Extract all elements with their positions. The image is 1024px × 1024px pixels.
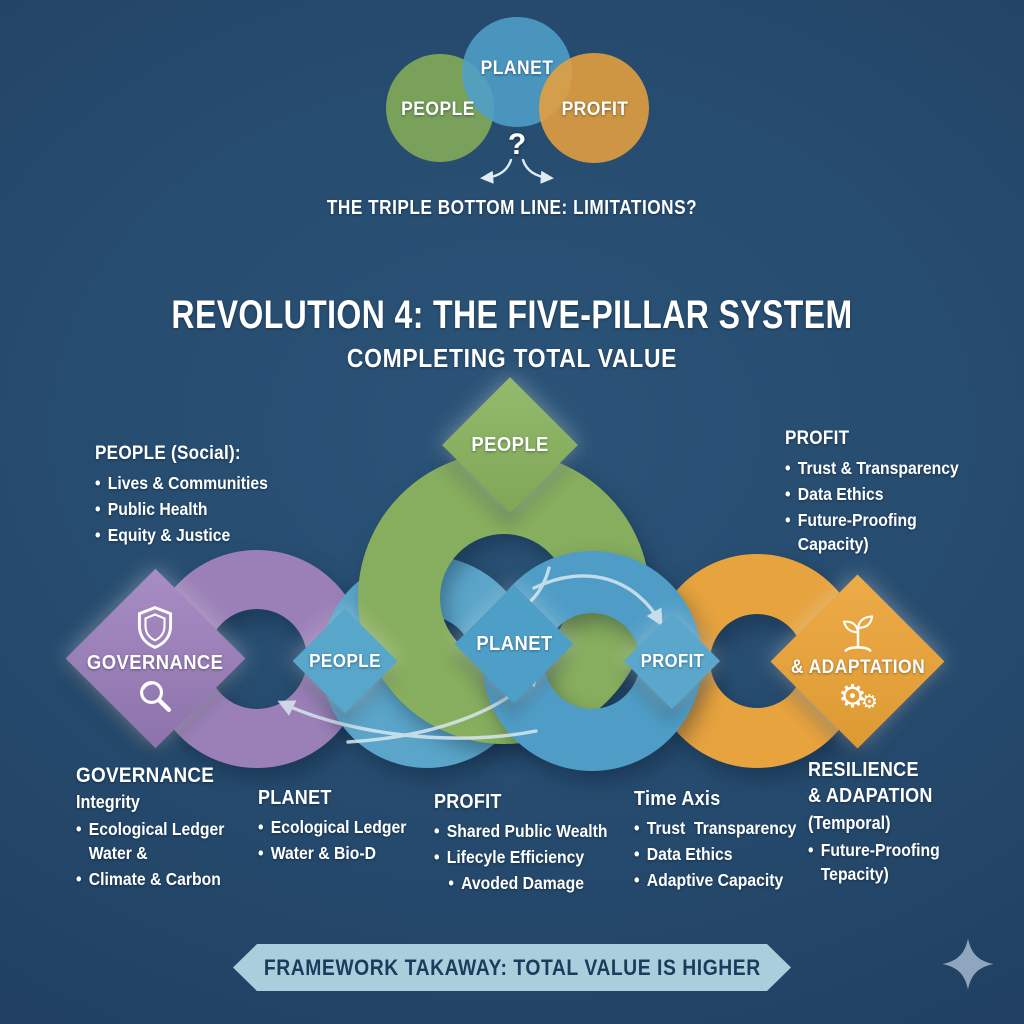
bullet-dot: • [258, 843, 264, 863]
time-axis-column: Time Axis •Trust Transparency •Data Ethi… [634, 787, 814, 894]
diamond-label: PEOPLE [471, 433, 549, 456]
list-item: •Adaptive Capacity [634, 870, 784, 890]
governance-column: GOVERNANCE Integrity •Ecological Ledger … [76, 764, 274, 893]
sparkle-icon [942, 938, 994, 990]
people-diamond-content: PEOPLE [290, 642, 400, 680]
bullet-dot: • [434, 847, 440, 867]
list-item: •Data Ethics [634, 844, 733, 864]
column-subtitle: Integrity [76, 792, 140, 812]
list-item: •Water & Bio-D [258, 843, 377, 863]
bullet-dot: • [95, 525, 101, 545]
profit-panel: PROFIT •Trust & Transparency •Data Ethic… [785, 427, 983, 558]
bullet-dot: • [76, 819, 82, 839]
question-mark: ? [507, 128, 527, 161]
bullet-dot: • [634, 818, 640, 838]
bullet-dot: • [448, 873, 454, 893]
list-item: •Future-Proofing Capacity) [785, 510, 917, 554]
main-subtitle: COMPLETING TOTAL VALUE [346, 343, 678, 373]
seedling-icon [842, 615, 874, 652]
venn-label-people: PEOPLE [401, 99, 475, 120]
bullet-dot: • [434, 821, 440, 841]
diamond-label: & ADAPTATION [790, 657, 926, 678]
venn-diagram: PEOPLE PLANET PROFIT ? THE TRIPLE BOTTOM… [0, 0, 1024, 260]
planet-diamond-content: PLANET [455, 624, 573, 664]
adaptation-diamond-content: & ADAPTATION ⚙⚙ [780, 588, 936, 736]
list-item: •Avoded Damage [448, 873, 584, 893]
venn-circle-profit [539, 53, 649, 163]
governance-diamond-content: GOVERNANCE [75, 584, 235, 736]
list-item: •Trust Transparency [634, 818, 797, 838]
people-social-panel: PEOPLE (Social): •Lives & Communities •P… [95, 442, 302, 549]
diamond-label: PEOPLE [309, 650, 381, 671]
venn-label-planet: PLANET [480, 58, 554, 79]
takeaway-banner: FRAMEWORK TAKAWAY: TOTAL VALUE IS HIGHER [233, 944, 791, 991]
magnifier-icon [140, 681, 171, 712]
profit-diamond-content: PROFIT [622, 643, 722, 679]
bullet-dot: • [785, 458, 791, 478]
venn-caption: THE TRIPLE BOTTOM LINE: LIMITATIONS? [326, 197, 698, 219]
diamond-label: GOVERNANCE [86, 652, 224, 674]
bullet-dot: • [95, 473, 101, 493]
bullet-dot: • [258, 817, 264, 837]
list-item: •Future-Proofing Tepacity) [808, 840, 940, 884]
venn-label-profit: PROFIT [561, 99, 629, 120]
panel-title: PEOPLE (Social): [95, 443, 241, 464]
list-item: •Public Health [95, 499, 208, 519]
column-subtitle: (Temporal) [808, 813, 891, 833]
panel-title: PROFIT [785, 428, 850, 449]
bullet-dot: • [634, 844, 640, 864]
profit-column: PROFIT •Shared Public Wealth •Lifecyle E… [434, 790, 623, 897]
bullet-dot: • [785, 510, 791, 530]
list-item: •Lives & Communities [95, 473, 268, 493]
bullet-dot: • [634, 870, 640, 890]
diamond-label: PROFIT [640, 650, 704, 671]
column-title: PLANET [258, 787, 332, 809]
bullet-dot: • [95, 499, 101, 519]
list-item: •Equity & Justice [95, 525, 231, 545]
diamond-label: PLANET [475, 632, 553, 655]
list-item: •Ecological Ledger [258, 817, 407, 837]
shield-icon [137, 606, 173, 649]
main-title: REVOLUTION 4: THE FIVE-PILLAR SYSTEM [171, 293, 853, 337]
gears-icon: ⚙⚙ [838, 678, 878, 714]
column-title: PROFIT [434, 791, 502, 813]
list-item: •Shared Public Wealth [434, 821, 608, 841]
planet-column: PLANET •Ecological Ledger •Water & Bio-D [258, 786, 429, 867]
list-item: •Lifecyle Efficiency [434, 847, 585, 867]
bullet-dot: • [808, 840, 814, 860]
list-item: •Trust & Transparency [785, 458, 959, 478]
list-item: •Ecological Ledger Water & [76, 819, 225, 863]
venn-arrows-icon [480, 158, 554, 184]
column-title: RESILIENCE & ADAPATION [808, 759, 933, 807]
column-title: GOVERNANCE [76, 764, 215, 787]
list-item: •Climate & Carbon [76, 869, 221, 889]
bullet-dot: • [785, 484, 791, 504]
people-top-diamond-content: PEOPLE [442, 425, 578, 465]
bullet-dot: • [76, 869, 82, 889]
banner-label: FRAMEWORK TAKAWAY: TOTAL VALUE IS HIGHER [263, 954, 761, 980]
column-title: Time Axis [634, 788, 721, 810]
resilience-column: RESILIENCE & ADAPATION (Temporal) •Futur… [808, 757, 988, 888]
list-item: •Data Ethics [785, 484, 884, 504]
